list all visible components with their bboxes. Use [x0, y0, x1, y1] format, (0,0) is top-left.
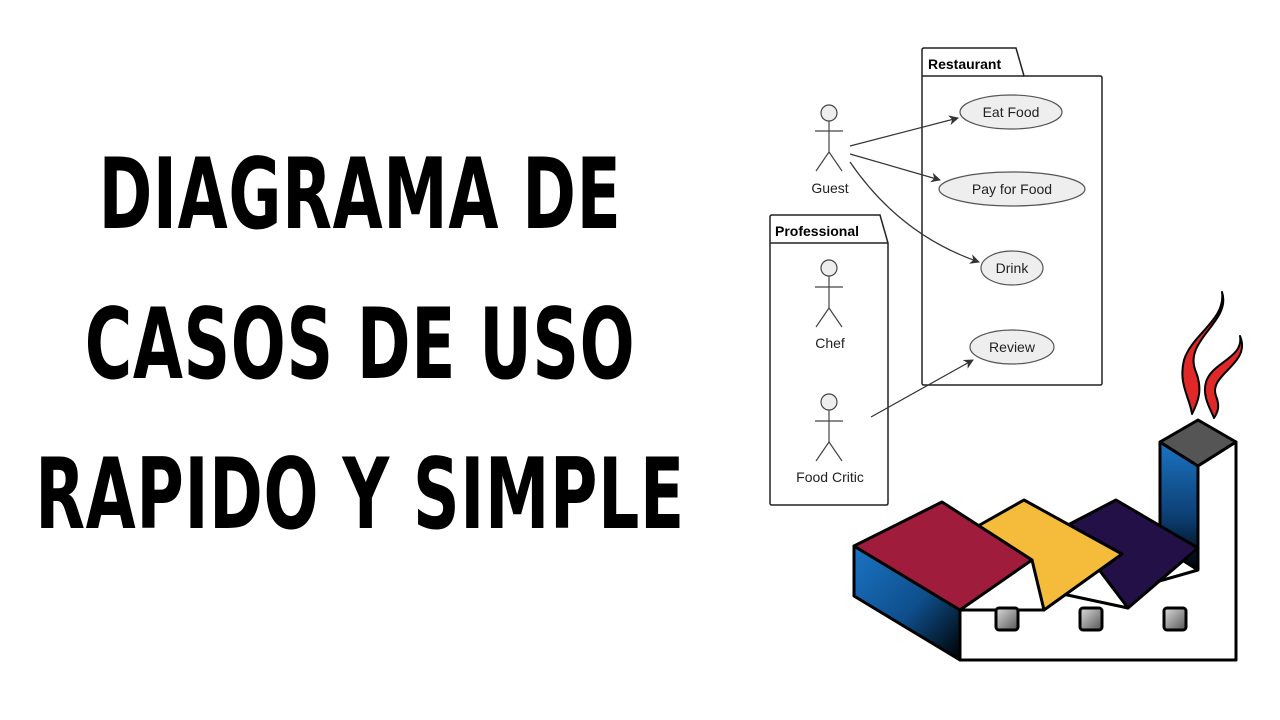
- usecase-review-label: Review: [989, 339, 1036, 355]
- usecase-pay-for-food-label: Pay for Food: [972, 181, 1052, 197]
- actor-food-critic: [815, 393, 843, 462]
- assoc-guest-eat-food: [849, 115, 959, 147]
- assoc-critic-review: [870, 359, 974, 418]
- package-restaurant: Restaurant: [921, 47, 1103, 386]
- usecase-review: Review: [969, 329, 1055, 365]
- title-block: DIAGRAMA DE CASOS DE USO RAPIDO Y SIMPLE: [35, 120, 684, 570]
- usecase-eat-food-label: Eat Food: [983, 104, 1040, 120]
- factory-logo-icon: [852, 291, 1244, 662]
- actor-guest-label: Guest: [811, 180, 848, 196]
- factory-window-icon: [1078, 606, 1104, 632]
- actor-food-critic-label: Food Critic: [796, 469, 864, 485]
- package-professional-label: Professional: [775, 223, 859, 239]
- usecase-pay-for-food: Pay for Food: [938, 171, 1086, 207]
- package-restaurant-label: Restaurant: [928, 56, 1001, 72]
- flame-icon: [1181, 291, 1244, 419]
- package-professional: Professional: [769, 214, 889, 506]
- actor-chef-label: Chef: [815, 335, 845, 351]
- title-line-1: DIAGRAMA DE: [98, 138, 622, 252]
- factory-window-icon: [1162, 606, 1188, 632]
- assoc-guest-drink: [849, 161, 980, 264]
- title-line-2: CASOS DE USO: [84, 288, 636, 402]
- usecase-eat-food: Eat Food: [959, 94, 1063, 130]
- usecase-drink-label: Drink: [996, 260, 1030, 276]
- actor-chef: [815, 259, 843, 328]
- assoc-guest-pay-for-food: [849, 153, 941, 183]
- associations: [849, 115, 980, 418]
- usecase-drink: Drink: [980, 250, 1044, 286]
- actor-guest: [815, 104, 843, 172]
- factory-window-icon: [994, 606, 1020, 632]
